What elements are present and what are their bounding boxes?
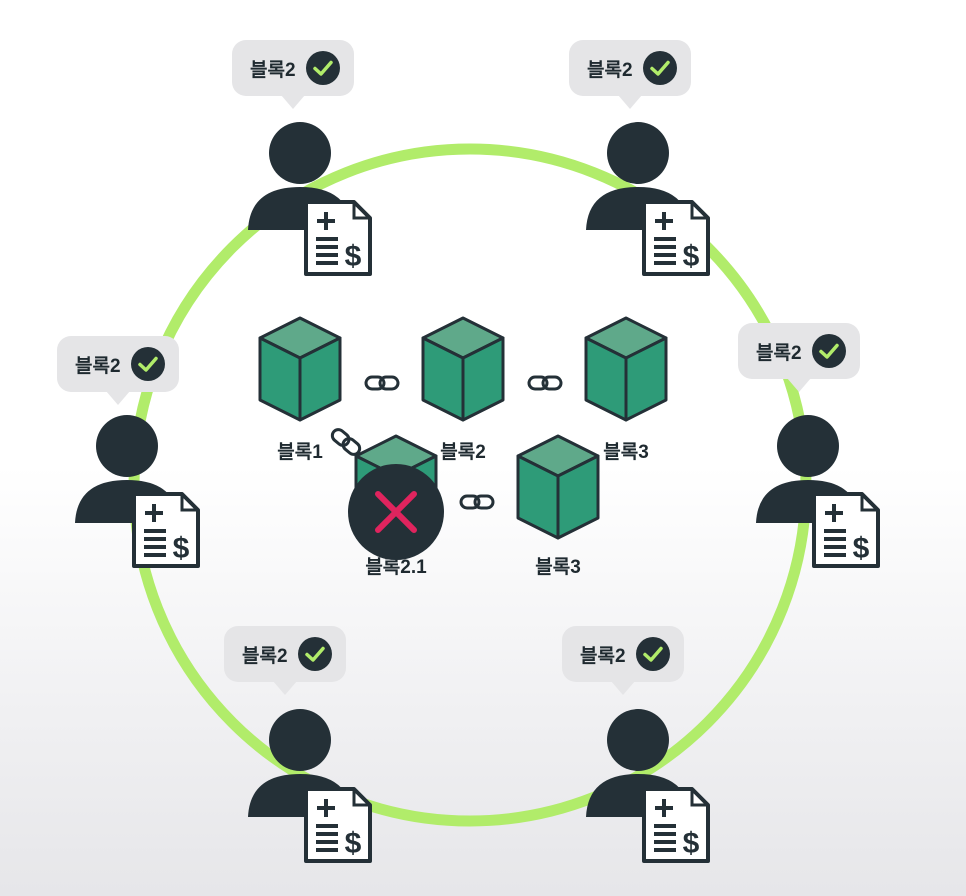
check-circle-icon	[305, 51, 340, 85]
dollar-icon: $	[683, 827, 700, 860]
node-block-label: 블록2	[250, 59, 296, 81]
node-status-bubble: 블록2	[224, 626, 346, 695]
node-block-label: 블록2	[580, 645, 626, 667]
person-head	[269, 709, 331, 771]
check-circle-icon	[642, 51, 677, 85]
person-head	[96, 415, 158, 477]
check-circle-icon	[635, 637, 670, 671]
network-node: $	[586, 709, 710, 863]
cube-right-face	[624, 336, 668, 422]
main-chain-block	[584, 316, 668, 422]
node-status-bubble: 블록2	[738, 323, 860, 392]
cube-right-face	[461, 336, 505, 422]
dollar-icon: $	[683, 240, 700, 273]
fork-chain-block	[516, 434, 600, 540]
node-block-label: 블록2	[242, 645, 288, 667]
dollar-icon: $	[345, 827, 362, 860]
node-block-label: 블록2	[756, 342, 802, 364]
person-head	[269, 122, 331, 184]
plus-icon	[145, 504, 163, 522]
document-fold	[180, 494, 198, 512]
person-head	[777, 415, 839, 477]
chain-link-icon	[364, 375, 400, 391]
chain-link-icon	[330, 428, 362, 456]
document-fold	[690, 202, 708, 220]
check-circle-icon	[811, 334, 846, 368]
document-fold	[352, 202, 370, 220]
x-mark-icon	[347, 463, 445, 566]
plus-icon	[317, 212, 335, 230]
fork-block-label: 블록3	[535, 557, 581, 578]
check-circle-icon	[130, 347, 165, 381]
dollar-icon: $	[345, 240, 362, 273]
chain-link-icon	[459, 494, 495, 510]
person-head	[607, 709, 669, 771]
person-head	[607, 122, 669, 184]
cube-right-face	[556, 454, 600, 540]
network-node: $	[248, 709, 372, 863]
plus-icon	[317, 799, 335, 817]
main-chain-block	[258, 316, 342, 422]
plus-icon	[825, 504, 843, 522]
main-block-label: 블록3	[603, 442, 649, 463]
network-node: $	[586, 122, 710, 276]
cube-right-face	[298, 336, 342, 422]
fork-block-label: 블록2.1	[365, 557, 427, 578]
document-fold	[352, 789, 370, 807]
node-status-bubble: 블록2	[232, 40, 354, 109]
dollar-icon: $	[853, 532, 870, 565]
dollar-icon: $	[173, 532, 190, 565]
plus-icon	[655, 799, 673, 817]
chain-link-icon	[527, 375, 563, 391]
network-node: $	[756, 415, 880, 568]
check-circle-icon	[297, 637, 332, 671]
node-block-label: 블록2	[587, 59, 633, 81]
node-status-bubble: 블록2	[562, 626, 684, 695]
network-node: $	[248, 122, 372, 276]
plus-icon	[655, 212, 673, 230]
node-status-bubble: 블록2	[569, 40, 691, 109]
main-block-label: 블록2	[440, 442, 486, 463]
node-status-bubble: 블록2	[57, 336, 179, 405]
document-fold	[860, 494, 878, 512]
main-chain-block	[421, 316, 505, 422]
network-node: $	[75, 415, 200, 568]
main-block-label: 블록1	[277, 442, 323, 463]
document-fold	[690, 789, 708, 807]
node-block-label: 블록2	[75, 355, 121, 377]
